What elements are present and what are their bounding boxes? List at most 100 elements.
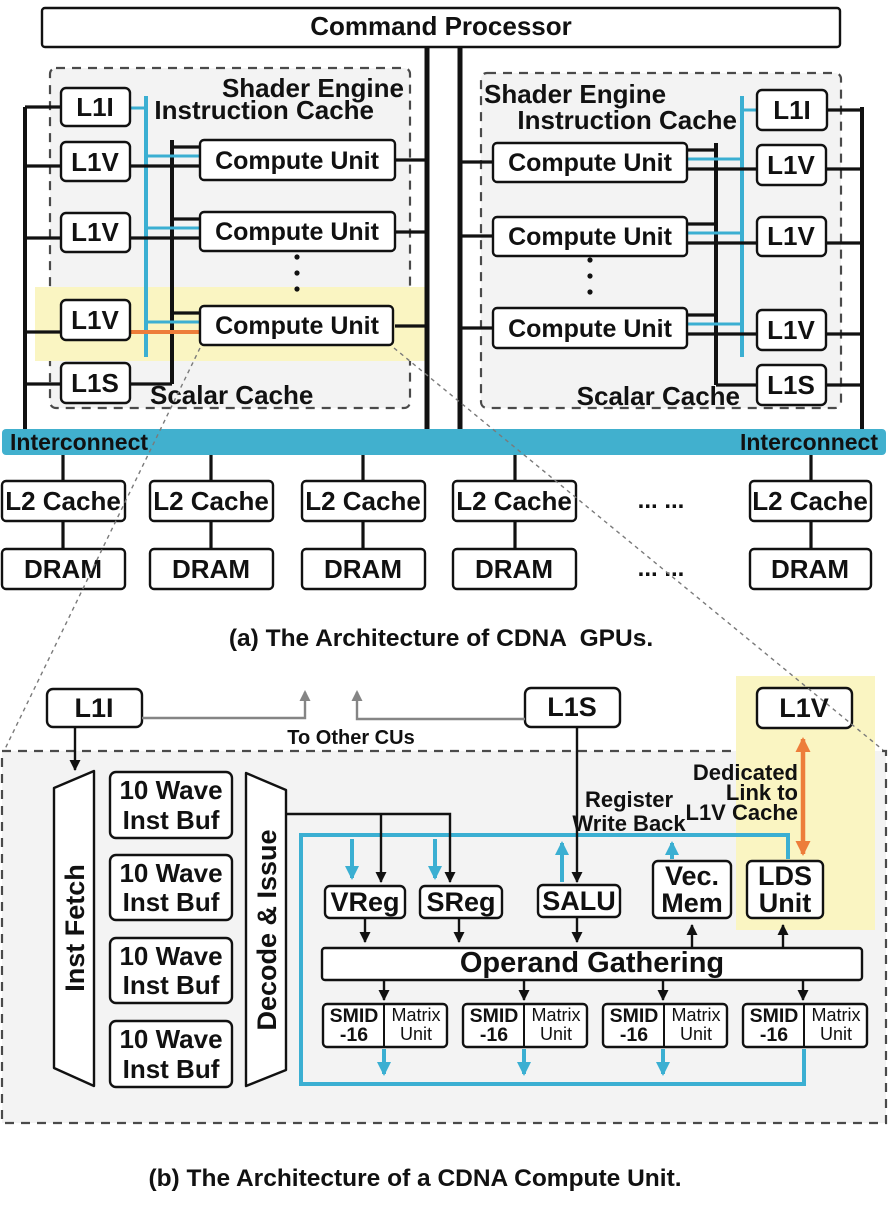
vertical-ellipsis [587,257,593,295]
vec-mem-box [651,859,733,920]
compute-unit-box [491,215,689,258]
l1v-cache-box [755,308,828,352]
vec-mem-label: Mem [661,888,723,918]
matrix-unit-label: Unit [820,1024,852,1044]
dram-label: DRAM [475,554,553,584]
l2-cache-label: L2 Cache [5,486,121,516]
connector-line [395,158,427,328]
l2-cache-box [148,479,275,523]
l1v-label: L1V [71,305,119,335]
l1v-cache-box [755,686,854,730]
compute-unit-label: Compute Unit [215,147,380,175]
svg-text:SMID-16: SMID-16 [610,1005,659,1046]
l1v-label: L1V [71,217,119,247]
sreg-box [418,884,504,920]
l1i-label: L1I [76,92,114,122]
connector-line [172,145,200,315]
interconnect-bar [2,429,886,455]
instruction-cache-label: Instruction Cache [517,105,737,135]
scalar-cache-label: Scalar Cache [577,381,740,411]
l1v-cache-box [755,215,828,258]
compute-unit-box [198,304,395,347]
dedicated-link-label: L1V Cache [686,800,799,825]
svg-text:SMID-16: SMID-16 [750,1005,799,1046]
l1v-label: L1V [779,693,829,723]
lds-unit-label: LDS [758,861,812,891]
decode-issue-shape [244,771,288,1088]
l1s-label: L1S [547,692,597,722]
l2-row-ellipsis: ... ... [638,487,685,514]
wave-buf-label: Inst Buf [123,1054,220,1084]
dedicated-link-label: Dedicated [693,760,798,785]
register-write-back-bus [299,833,806,1086]
lds-unit-label: Unit [759,888,811,918]
compute-unit-label: Compute Unit [215,312,380,340]
l1i-cache-box [45,687,144,729]
connector-line [687,157,742,326]
dram-label: DRAM [24,554,102,584]
l1s-label: L1S [767,370,815,400]
l1i-cache-box [755,88,829,132]
l1s-cache-box [59,361,132,405]
l1i-label: L1I [773,95,811,125]
interconnect-label-left: Interconnect [10,429,148,455]
l1v-label: L1V [71,147,119,177]
simd-label: -16 [340,1024,368,1046]
wave-buf-label: 10 Wave [119,775,222,805]
register-write-back-label: Write Back [572,811,686,836]
vec-mem-label: Vec. [665,861,719,891]
dram-box [451,547,578,591]
to-other-cus-link [142,690,311,720]
scalar-cache-label: Scalar Cache [150,380,313,410]
part-a-gpu-architecture: Command Processor L1I L1V L1V L1V L1S Co… [0,6,886,652]
to-other-cus-link [351,690,525,721]
lds-unit-box [745,859,825,920]
l1v-label: L1V [767,315,815,345]
decode-to-sreg-arrow [286,812,456,883]
salu-label: SALU [542,886,616,916]
connector-line [61,521,813,549]
vertical-ellipsis [294,254,300,292]
dram-box [300,547,427,591]
l1i-label: L1I [74,693,113,723]
wave-inst-buf-box [108,770,234,840]
dram-label: DRAM [324,554,402,584]
l1v-cache-box [59,298,132,342]
compute-unit-label: Compute Unit [508,149,673,177]
interconnect-label-right: Interconnect [740,429,878,455]
connector-line [826,108,862,387]
connector-line [61,455,813,481]
compute-unit-box [198,138,397,182]
matrix-unit-label: Matrix [812,1005,861,1025]
l1v-cache-box [59,140,132,183]
l2-cache-label: L2 Cache [153,486,269,516]
simd-label: -16 [480,1024,508,1046]
shader-engine-title: Shader Engine [484,79,666,109]
to-other-cus-label: To Other CUs [287,727,414,749]
wave-buf-label: Inst Buf [123,805,220,835]
svg-text:SMID-16: SMID-16 [330,1005,379,1046]
wave-buf-label: Inst Buf [123,887,220,917]
matrix-unit-label: Unit [400,1024,432,1044]
vreg-label: VReg [330,887,399,917]
decode-issue-label: Decode & Issue [252,829,282,1030]
dram-box [748,547,873,591]
operand-gathering-bar [320,946,864,982]
l1v-cache-box [59,211,132,254]
wave-buf-label: Inst Buf [123,970,220,1000]
salu-box [536,883,622,919]
l2-cache-box [451,479,578,523]
connector-line [460,160,493,330]
part-b-compute-unit: L1I L1S L1V To Other CUs Dedicated Link … [0,676,888,1192]
compute-unit-label: Compute Unit [508,315,673,343]
wave-buf-label: 10 Wave [119,1024,222,1054]
matrix-unit-label: Matrix [392,1005,441,1025]
